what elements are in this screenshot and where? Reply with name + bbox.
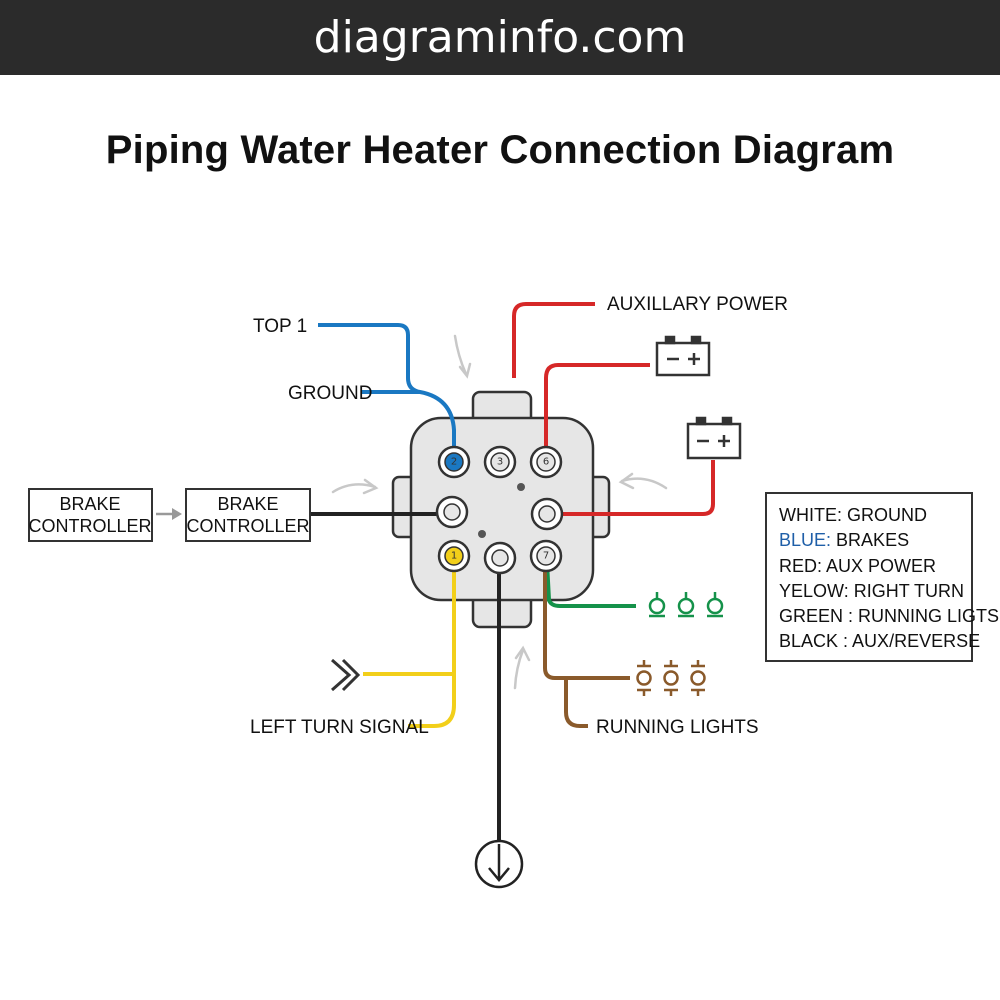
pin-right-middle: [530, 497, 564, 531]
pin-bottom-middle: [483, 541, 517, 575]
legend-row-yellow: YELOW: RIGHT TURN: [779, 580, 965, 601]
flow-arrow-top: [453, 334, 468, 376]
svg-text:7: 7: [543, 551, 549, 562]
wire-brown-label: [564, 678, 588, 728]
pin-2: 2: [437, 445, 471, 479]
svg-text:BRAKE: BRAKE: [217, 494, 278, 514]
label-aux-power: AUXILLARY POWER: [607, 294, 788, 315]
lamp-icon: [663, 660, 679, 696]
label-ground: GROUND: [288, 383, 372, 404]
svg-text:2: 2: [451, 457, 457, 468]
pin-7: 7: [529, 539, 563, 573]
pin-6: 6: [529, 445, 563, 479]
legend-row-white: WHITE: GROUND: [779, 505, 928, 525]
pin-left-middle: [435, 495, 469, 529]
battery-icon: [655, 335, 711, 377]
legend-row-blue: BLUE: BRAKES: [779, 530, 910, 551]
color-legend: WHITE: GROUND BLUE: BRAKES RED: AUX POWE…: [765, 492, 1000, 662]
wires: [310, 302, 715, 840]
brake-controller-box-1: BRAKE CONTROLLER: [28, 488, 153, 542]
site-banner: diagraminfo.com: [0, 0, 1000, 75]
lamp-icon: [706, 592, 724, 618]
brown-lamps: [636, 660, 706, 696]
label-top1: TOP 1: [253, 316, 307, 337]
svg-text:6: 6: [543, 457, 549, 468]
label-running-lights: RUNNING LIGHTS: [596, 717, 759, 738]
battery-icon: [686, 416, 742, 460]
box-arrow: [156, 508, 182, 520]
legend-row-red: RED: AUX POWER: [779, 555, 937, 576]
wire-green-running: [545, 561, 636, 608]
legend-row-green: GREEN : RUNNING LIGTS: [779, 606, 1000, 627]
svg-text:3: 3: [497, 457, 503, 468]
svg-text:BRAKE: BRAKE: [59, 494, 120, 514]
flow-arrows: [331, 334, 668, 690]
wire-red-aux: [512, 302, 595, 378]
wire-red-battery-top: [544, 363, 650, 462]
ground-arrow-icon: [474, 839, 524, 889]
lamp-icon: [677, 592, 695, 618]
pin-1: 1: [437, 539, 471, 573]
green-lamps: [648, 592, 724, 618]
flow-arrow-right: [620, 477, 668, 490]
flow-arrow-bottom: [513, 648, 525, 690]
svg-text:1: 1: [451, 551, 457, 562]
lamp-icon: [648, 592, 666, 618]
wire-red-battery-right: [546, 460, 715, 516]
wire-blue-top1: [318, 323, 456, 462]
svg-text:CONTROLLER: CONTROLLER: [186, 516, 309, 536]
legend-row-black: BLACK : AUX/REVERSE: [779, 631, 981, 652]
label-left-turn: LEFT TURN SIGNAL: [250, 717, 429, 738]
wire-brown-running: [543, 562, 630, 680]
pin-3: 3: [483, 445, 517, 479]
wire-yellow-left-turn: [408, 560, 456, 728]
lamp-icon: [690, 660, 706, 696]
chevron-right-icon: [331, 658, 361, 692]
lamp-icon: [636, 660, 652, 696]
svg-text:CONTROLLER: CONTROLLER: [28, 516, 151, 536]
brake-controller-box-2: BRAKE CONTROLLER: [185, 488, 311, 542]
page-title: Piping Water Heater Connection Diagram: [105, 128, 895, 172]
connector-pins: 2 3 6 1: [435, 445, 564, 575]
